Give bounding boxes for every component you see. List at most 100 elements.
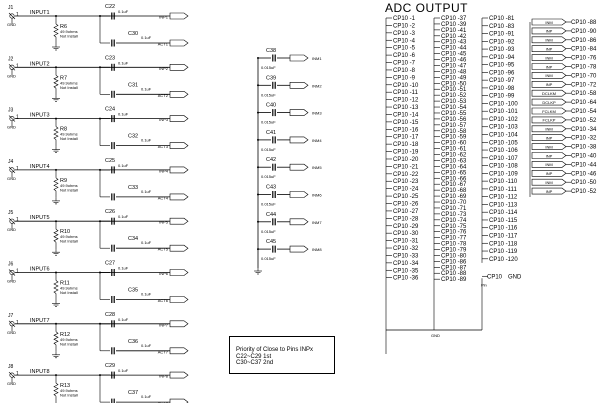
header-pin-label: CP10 -18: [393, 142, 419, 148]
inm-net-label: INM1: [312, 56, 322, 61]
header-pin-col2: CP10 -61: [434, 147, 467, 153]
inm-flag: [289, 109, 309, 116]
right-net-label: INM: [545, 55, 552, 60]
right-pin-label: CP10 -34: [571, 127, 597, 133]
header-pin-col2: CP10 -44: [434, 46, 467, 52]
header-pin-label: CP10 -35: [393, 268, 419, 274]
header-pin-col3: CP10 -98: [482, 86, 515, 92]
header-pin-label: CP10 -66: [441, 176, 467, 182]
right-net-label: INM: [545, 20, 552, 25]
header-pin-label: CP10 -106: [489, 148, 518, 154]
adc-output-title: ADC OUTPUT: [385, 1, 468, 15]
header-pin-label: CP10 -99: [489, 94, 515, 100]
resistor-ground: [52, 249, 60, 256]
out-bot-label: ACT5: [158, 247, 169, 252]
resistor-ground: [52, 197, 60, 205]
out-top-flag: [169, 371, 189, 379]
header-pin-label: CP10 -52: [441, 93, 467, 99]
right-net-label: FCLKP: [543, 118, 556, 123]
right-flag-shape: [531, 143, 567, 150]
header-pin-col2: CP10 -77: [434, 236, 467, 242]
header-pin-col2: CP10 -53: [434, 99, 467, 105]
header-pin-label: CP10 -93: [489, 47, 515, 53]
right-net-label: INM: [545, 162, 552, 167]
cap-top-value: 0.1uF: [118, 112, 129, 117]
resistor-value: 49.9ohms: [60, 286, 78, 291]
header-pin-label: CP10 -86: [441, 259, 467, 265]
header-pin-col1: CP10 -14: [386, 112, 419, 118]
header-pin-label: CP10 -14: [393, 112, 419, 118]
cap-top-ref: C26: [105, 209, 115, 215]
connector-pin: 1: [16, 217, 19, 223]
header-pin-col1: CP10 -22: [386, 172, 419, 178]
input-net-label: INPUT5: [30, 215, 50, 221]
connector-pin: 1: [16, 63, 19, 69]
header-pin-label: CP10 -114: [489, 210, 518, 216]
cap-top-ref: C29: [105, 363, 115, 369]
junction-dot: [99, 322, 101, 325]
inm-net-label: INM2: [312, 83, 322, 88]
resistor-ref: R13: [60, 383, 70, 389]
cap-bot-value: 0.1uF: [141, 292, 152, 297]
cap-top-symbol: [111, 269, 115, 276]
header-pin-label: CP10 -68: [441, 188, 467, 194]
right-net-label: INP: [546, 47, 553, 52]
resistor-ground: [52, 44, 60, 51]
header-pin-col3: CP10 -113: [482, 202, 518, 208]
cap-top-value: 0.1uF: [118, 9, 129, 14]
ground-label: GND: [7, 381, 16, 386]
resistor-note: Not Install: [60, 239, 78, 244]
right-net-label: INP: [546, 29, 553, 34]
note-line-3: C30~C37 2nd: [236, 360, 274, 367]
inm-cap-ref: C41: [266, 130, 276, 136]
junction-dot: [99, 15, 101, 17]
header-pin-col3: CP10 -116: [482, 226, 518, 232]
out-bot-label: ACT2: [158, 93, 169, 98]
header-pin-col3: CP10 -109: [482, 171, 518, 177]
cap-top-symbol: [111, 371, 115, 379]
header-pin-col3: CP10 -91: [482, 32, 515, 38]
resistor-symbol: [53, 75, 59, 89]
header-pin-label: CP10 -91: [489, 32, 515, 38]
header-pin-col1: CP10 -31: [386, 239, 419, 245]
header-pin-label: CP10 -34: [393, 261, 419, 267]
header-pin-label: CP10 -78: [441, 242, 467, 248]
header-pin-col1: CP10 -5: [386, 46, 416, 52]
right-flag-shape: [531, 116, 567, 124]
cap-bot-ref: C30: [128, 31, 138, 37]
inm-cap-symbol: [272, 136, 276, 144]
header-pin-col2: CP10 -55: [434, 111, 467, 117]
right-pin-label: CP10 -54: [571, 109, 597, 115]
cap-bot-ref: C36: [128, 339, 138, 345]
out-bot-label: ACT7: [158, 349, 169, 354]
resistor-ref: R9: [60, 178, 67, 184]
right-net-label: INP: [546, 153, 553, 158]
ground-label: GND: [7, 330, 16, 335]
right-flag-shape: [531, 27, 567, 35]
resistor-ref: R11: [60, 281, 70, 287]
right-net-flag: INM CP10 -86: [531, 36, 597, 44]
right-net-label: INM: [545, 38, 552, 43]
resistor-note: Not Install: [60, 290, 78, 295]
header-pin-label: CP10 -10: [393, 83, 419, 89]
header-pin-label: CP10 -13: [393, 105, 419, 111]
right-pin-label: CP10 -86: [571, 38, 597, 44]
header-pin-col3: CP10 -120: [482, 257, 518, 263]
right-net-label: DCLKM: [542, 91, 556, 96]
header-pin-col2: CP10 -67: [434, 182, 467, 188]
header-pin-col2: CP10 -58: [434, 129, 467, 135]
out-bot-flag: [169, 244, 189, 252]
out-top-label: INP2: [159, 66, 169, 71]
out-top-label: INP5: [159, 220, 169, 225]
